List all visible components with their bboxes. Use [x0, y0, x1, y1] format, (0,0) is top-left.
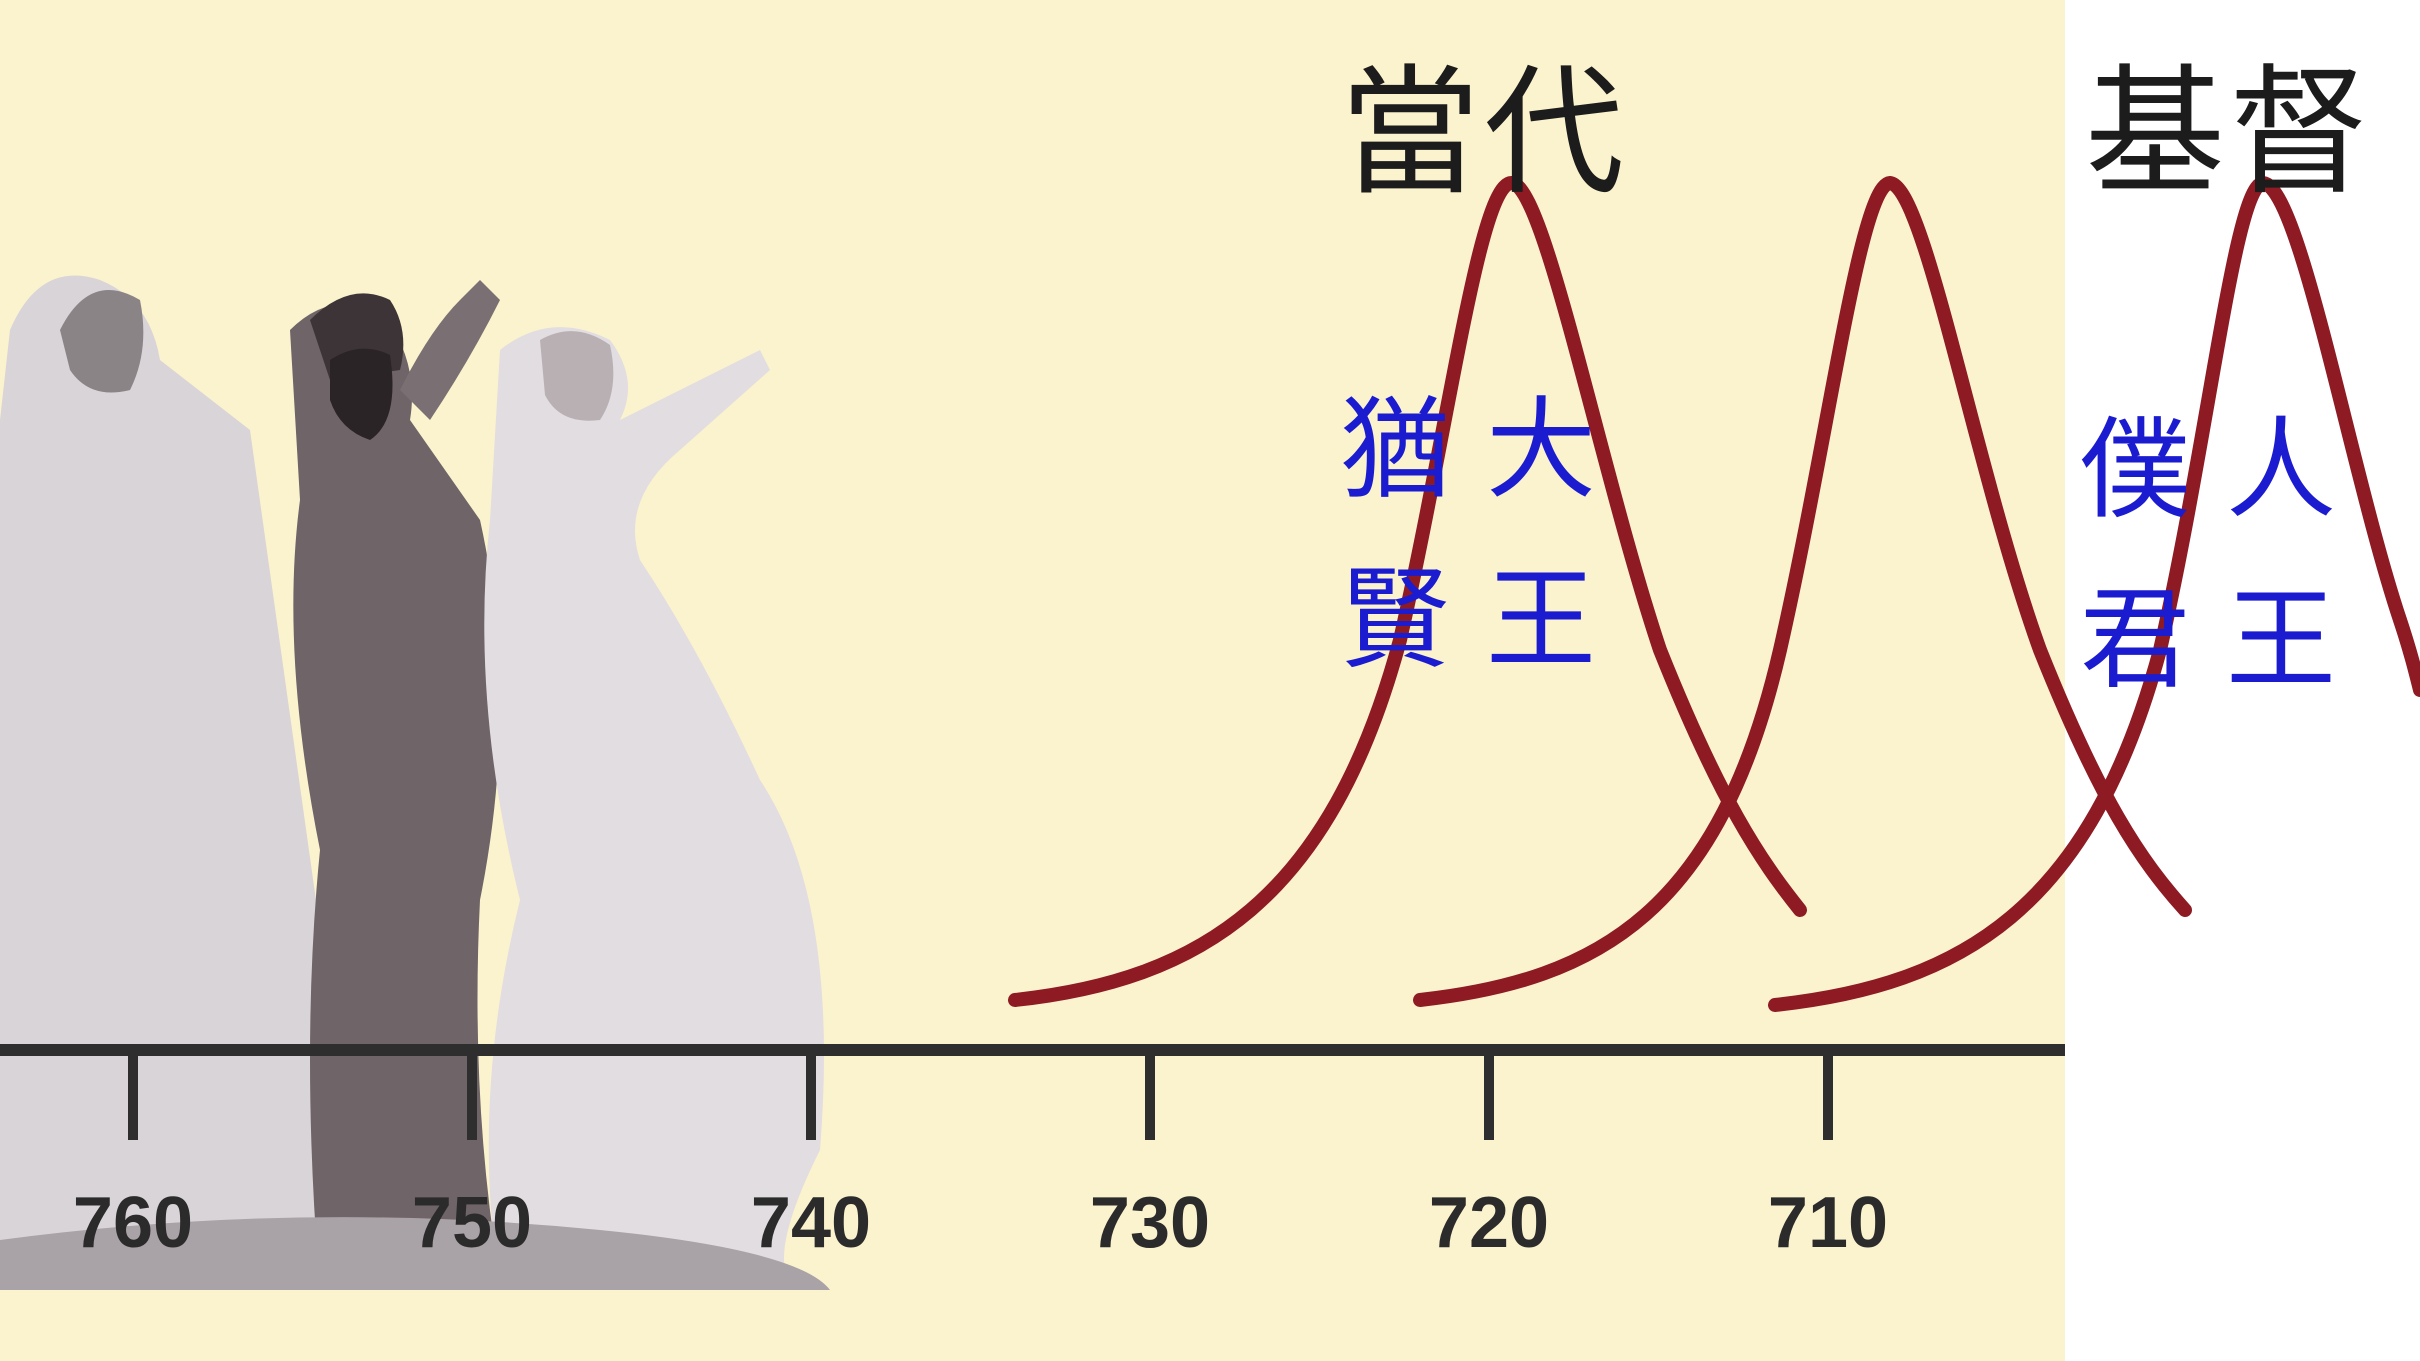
prophets-figures-image: [0, 275, 830, 1291]
label-second-line2: 君王: [2080, 576, 2372, 704]
tick-label-750: 750: [411, 1183, 533, 1263]
label-first-line2: 賢王: [1340, 556, 1632, 684]
label-second-line1: 僕人: [2080, 406, 2372, 534]
timeline-ticks: [128, 1055, 1833, 1140]
curve-contemporary-1: [1008, 176, 1807, 1007]
tick-label-710: 710: [1767, 1183, 1889, 1263]
tick-label-740: 740: [750, 1183, 872, 1263]
curve-contemporary-2: [1413, 175, 2192, 1007]
tick-label-720: 720: [1428, 1183, 1550, 1263]
tick-label-730: 730: [1089, 1183, 1211, 1263]
heading-contemporary: 當代: [1340, 52, 1629, 215]
curve-messiah: [1768, 175, 2420, 1012]
label-first-line1: 猶大: [1340, 386, 1632, 514]
heading-messiah: 基督: [2085, 52, 2374, 215]
tick-label-760: 760: [72, 1183, 194, 1263]
